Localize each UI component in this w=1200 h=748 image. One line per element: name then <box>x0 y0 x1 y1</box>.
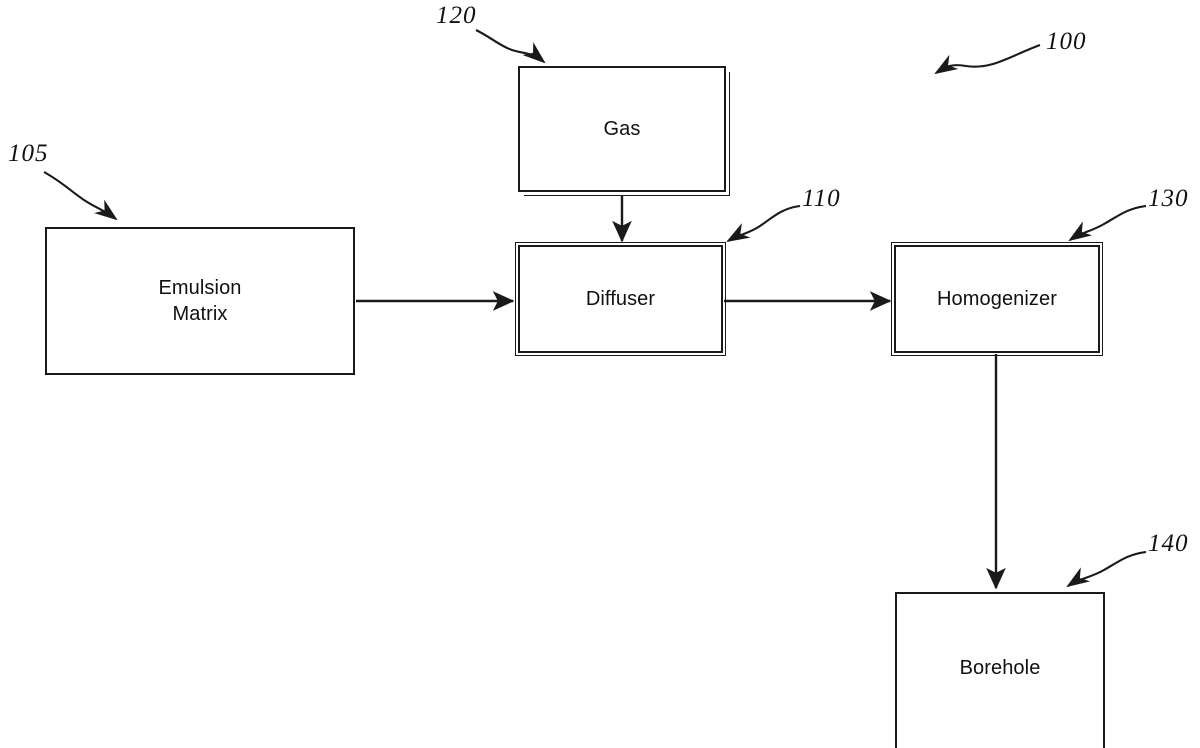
node-homogenizer-label: Homogenizer <box>936 288 1058 310</box>
leader-line-140 <box>1066 550 1147 588</box>
node-homogenizer[interactable]: Homogenizer <box>891 242 1103 356</box>
leader-line-100 <box>934 44 1041 75</box>
reference-numeral-140: 140 <box>1148 530 1189 557</box>
node-diffuser[interactable]: Diffuser <box>515 242 726 356</box>
node-gas[interactable]: Gas <box>518 66 726 192</box>
node-borehole-label: Borehole <box>959 657 1041 679</box>
reference-numeral-100: 100 <box>1046 28 1087 55</box>
leader-line-105 <box>43 171 118 221</box>
reference-numeral-110: 110 <box>802 185 841 212</box>
reference-numeral-105: 105 <box>8 140 49 167</box>
node-emulsion-matrix[interactable]: Emulsion Matrix <box>45 227 355 375</box>
node-diffuser-label: Diffuser <box>585 288 656 310</box>
node-borehole[interactable]: Borehole <box>895 592 1105 748</box>
node-emulsion-matrix-label: Emulsion Matrix <box>158 277 242 325</box>
reference-numeral-130: 130 <box>1148 185 1189 212</box>
leader-line-130 <box>1068 204 1147 242</box>
leader-line-120 <box>475 29 546 64</box>
leader-line-110 <box>726 204 801 243</box>
reference-numeral-120: 120 <box>436 2 477 29</box>
node-gas-label: Gas <box>603 118 641 140</box>
